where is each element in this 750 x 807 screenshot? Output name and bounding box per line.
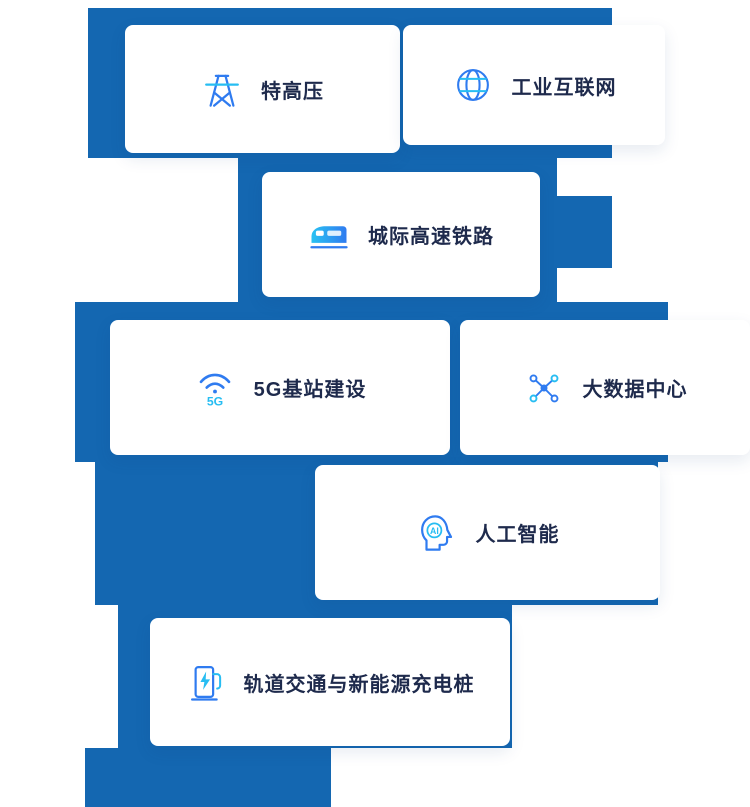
5g-signal-icon: 5G (194, 367, 236, 409)
background-block-row2-tab (545, 196, 612, 268)
ai-head-icon: AI (416, 512, 458, 554)
power-tower-icon (201, 68, 243, 110)
card-industrial-internet: 工业互联网 (403, 25, 665, 145)
globe-icon (452, 64, 494, 106)
train-icon (308, 214, 350, 256)
card-label: 特高压 (261, 80, 324, 103)
card-uhv-power: 特高压 (125, 25, 400, 153)
card-artificial-intelligence: AI 人工智能 (315, 465, 660, 600)
background-block-bottom-tab (85, 748, 331, 807)
card-label: 工业互联网 (511, 76, 617, 99)
card-label: 5G基站建设 (253, 379, 367, 401)
5g-icon-text: 5G (206, 394, 222, 408)
network-nodes-icon (523, 367, 565, 409)
ai-icon-text: AI (430, 525, 439, 535)
card-label: 轨道交通与新能源充电桩 (243, 673, 475, 696)
card-label: 城际高速铁路 (368, 226, 494, 248)
card-label: 人工智能 (475, 524, 560, 546)
card-rail-transit-ev-charging: 轨道交通与新能源充电桩 (150, 618, 510, 746)
card-big-data-center: 大数据中心 (460, 320, 750, 455)
card-label: 大数据中心 (582, 379, 688, 401)
card-intercity-rail: 城际高速铁路 (262, 172, 540, 297)
ev-charger-icon (186, 661, 228, 703)
card-5g-base-station: 5G 5G基站建设 (110, 320, 450, 455)
